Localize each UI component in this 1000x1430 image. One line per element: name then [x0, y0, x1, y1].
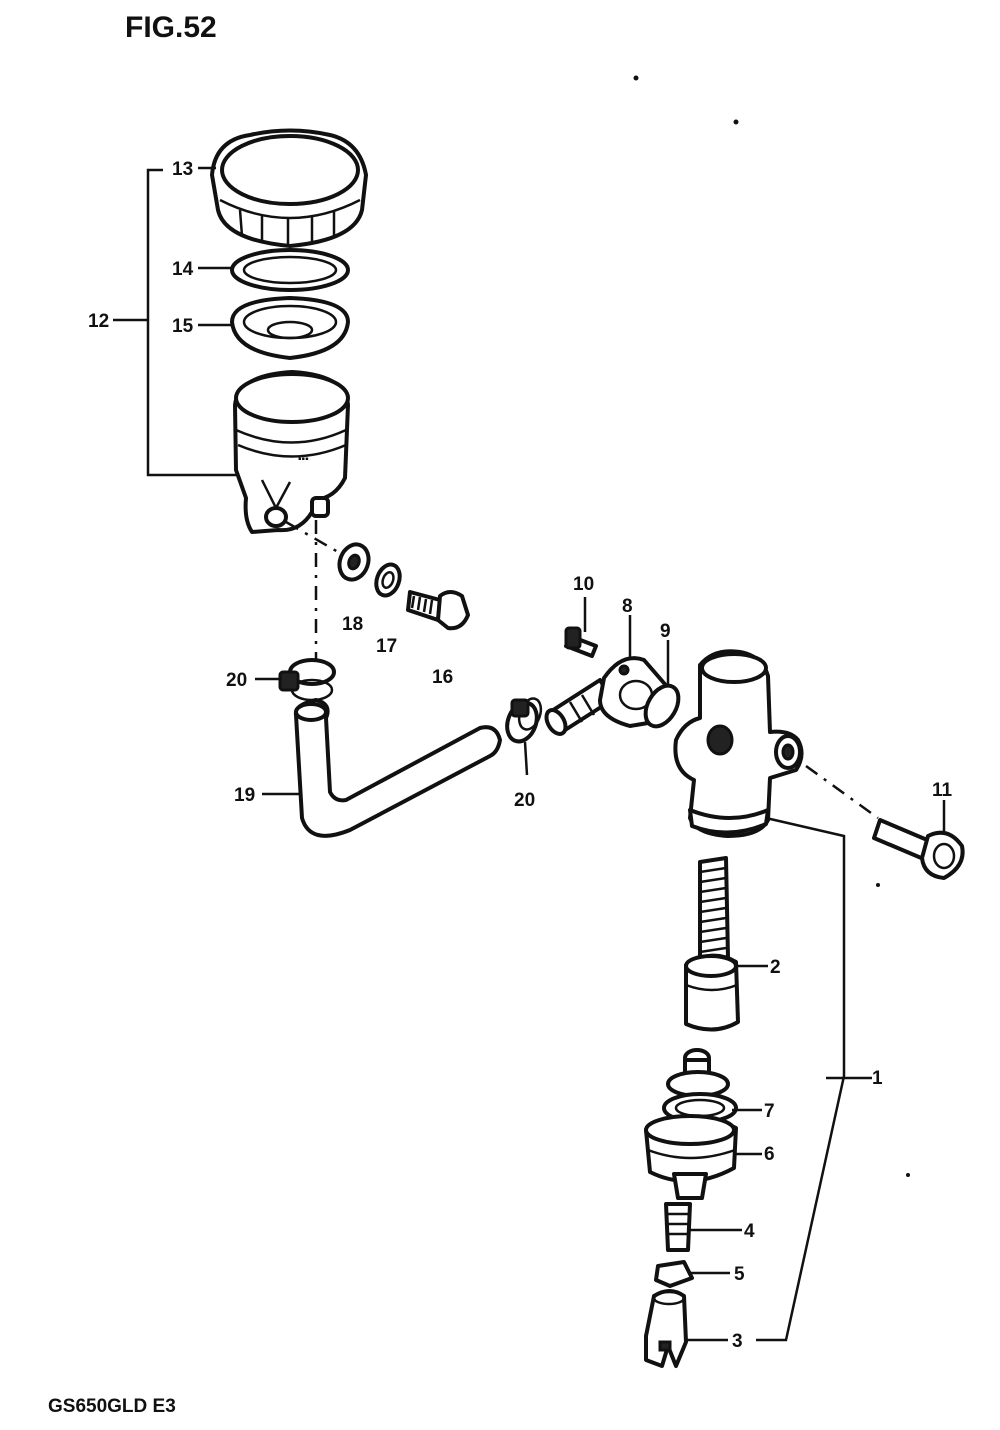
screw-10 — [564, 626, 598, 658]
callout-4: 4 — [744, 1221, 755, 1242]
callout-18: 18 — [342, 614, 363, 635]
callout-8: 8 — [622, 596, 633, 617]
callout-17: 17 — [376, 636, 397, 657]
callout-3: 3 — [732, 1331, 743, 1352]
hose-clamp-right — [505, 697, 543, 744]
mounting-bolt — [872, 818, 965, 880]
callout-14: 14 — [172, 259, 194, 280]
callout-7: 7 — [764, 1101, 775, 1122]
callout-20-right: 20 — [514, 790, 535, 811]
lock-nut — [654, 1260, 694, 1288]
callout-19: 19 — [234, 785, 255, 806]
washer-18 — [337, 542, 371, 582]
callout-16: 16 — [432, 667, 453, 688]
push-rod — [664, 1202, 692, 1252]
callout-11: 11 — [932, 780, 953, 801]
diaphragm — [230, 296, 350, 360]
diaphragm-plate — [230, 248, 350, 292]
dust-boot — [644, 1114, 738, 1200]
callout-9: 9 — [660, 621, 671, 642]
callout-10: 10 — [573, 574, 594, 595]
callout-20-left: 20 — [226, 670, 247, 691]
callout-15: 15 — [172, 316, 194, 337]
callout-5: 5 — [734, 1264, 745, 1285]
piston-spring — [698, 856, 730, 964]
callout-2: 2 — [770, 957, 781, 978]
reservoir-tank: ▪▪▪ — [233, 370, 350, 534]
union-bolt — [406, 590, 470, 631]
model-code: GS650GLD E3 — [48, 1396, 176, 1417]
washer-17 — [374, 562, 402, 598]
reservoir-hose — [293, 698, 502, 838]
push-rod-top — [666, 1048, 730, 1098]
callout-12: 12 — [88, 311, 109, 332]
figure-title: FIG.52 — [125, 11, 217, 44]
callout-6: 6 — [764, 1144, 775, 1165]
piston — [684, 953, 740, 1032]
callout-13: 13 — [172, 159, 193, 180]
reservoir-cap — [210, 128, 368, 248]
callout-1: 1 — [872, 1068, 883, 1089]
clevis — [644, 1289, 688, 1368]
master-cylinder-body — [673, 649, 804, 838]
svg-text:▪▪▪: ▪▪▪ — [298, 454, 309, 465]
hose-clamp-left — [278, 658, 336, 702]
o-ring — [643, 683, 681, 729]
